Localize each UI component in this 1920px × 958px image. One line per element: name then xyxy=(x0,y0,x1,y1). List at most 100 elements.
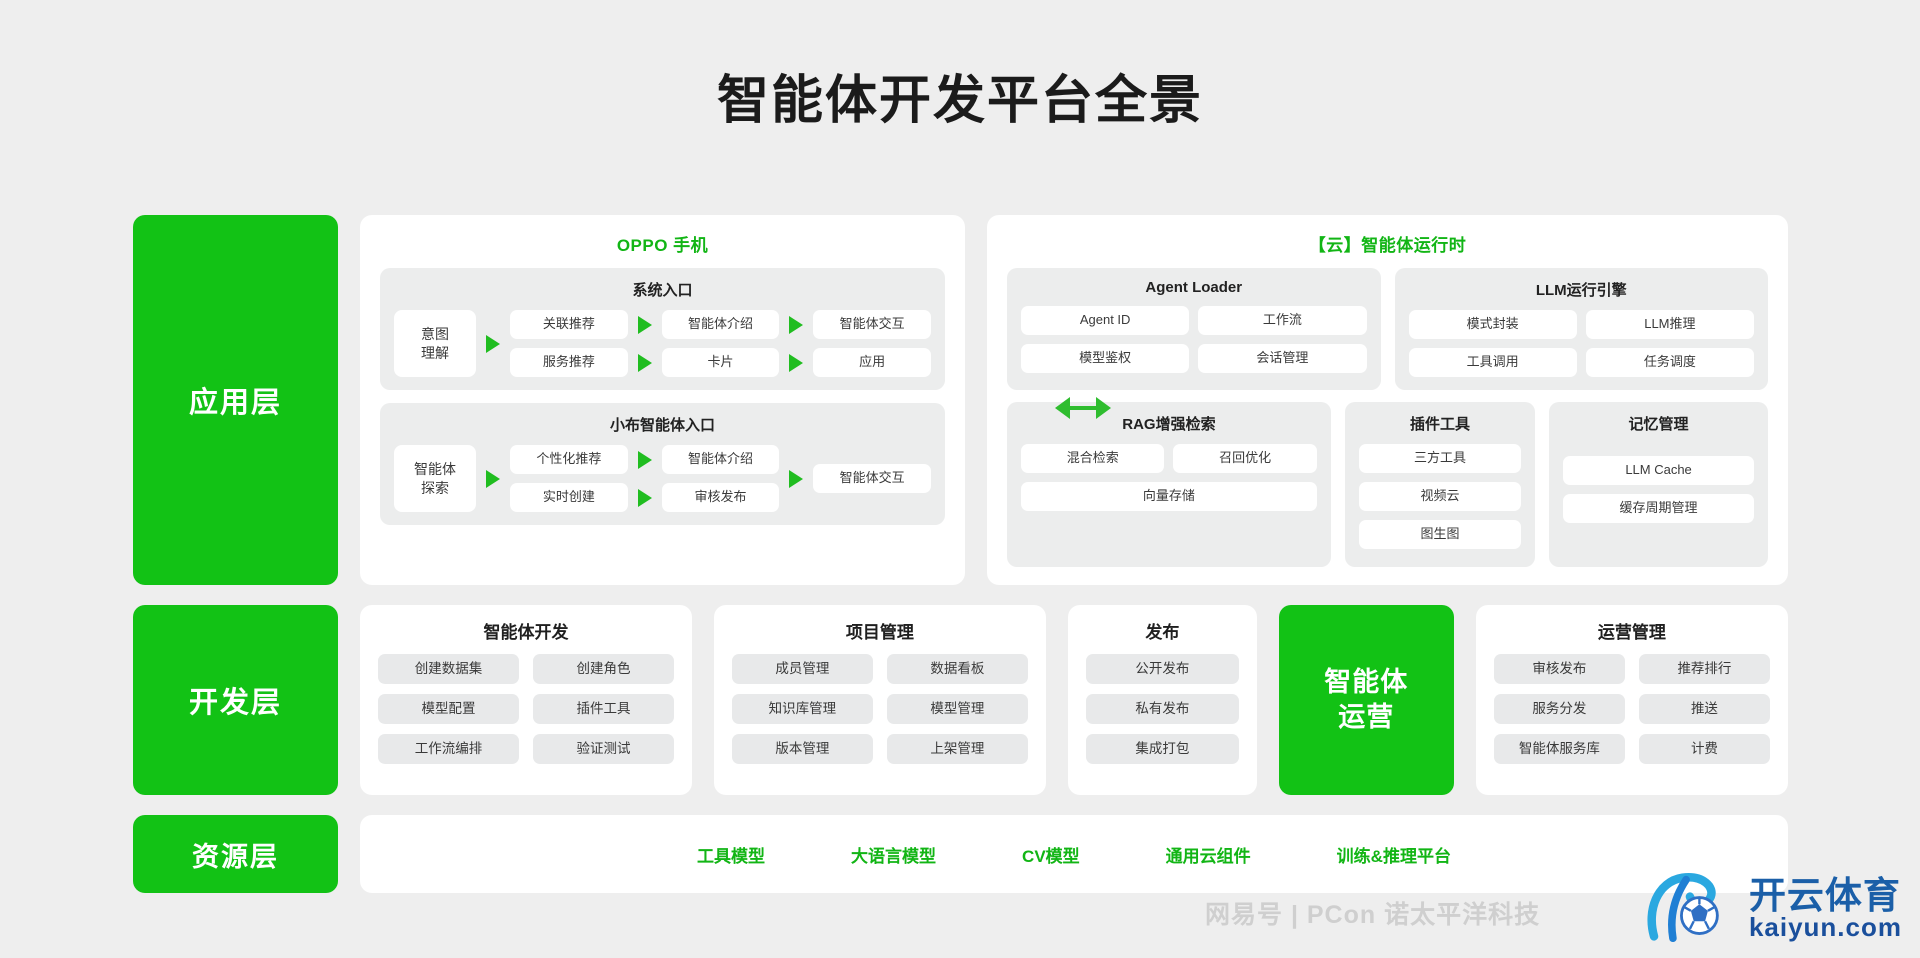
chip-create-dataset[interactable]: 创建数据集 xyxy=(378,654,519,684)
group-system-entry: 系统入口 意图理解 关联推荐 服务推荐 xyxy=(380,268,945,390)
chip-task-scheduling[interactable]: 任务调度 xyxy=(1585,348,1754,377)
chip-tool-invocation[interactable]: 工具调用 xyxy=(1408,348,1577,377)
chip-review-publish[interactable]: 审核发布 xyxy=(661,483,780,512)
chip-image-to-image[interactable]: 图生图 xyxy=(1358,520,1522,549)
flow-system-entry: 意图理解 关联推荐 服务推荐 智能体介绍 卡片 xyxy=(394,310,932,377)
chip-validation-test[interactable]: 验证测试 xyxy=(532,734,674,764)
chip-knowledge-base-management[interactable]: 知识库管理 xyxy=(731,694,873,724)
publish-items: 公开发布 私有发布 集成打包 xyxy=(1085,654,1239,764)
resource-item-cloud-components[interactable]: 通用云组件 xyxy=(1165,846,1251,866)
resource-layer-body: 工具模型 大语言模型 CV模型 通用云组件 训练&推理平台 xyxy=(360,815,1788,893)
group-title-memory-management: 记忆管理 xyxy=(1628,416,1689,433)
operations-management-items: 审核发布 推荐排行 服务分发 推送 智能体服务库 计费 xyxy=(1493,654,1770,764)
arrows-stage3-to-4 xyxy=(779,310,813,377)
chip-hybrid-retrieval[interactable]: 混合检索 xyxy=(1021,444,1165,473)
stage4-system: 智能体交互 应用 xyxy=(813,310,932,377)
layer-label-development: 开发层 xyxy=(133,605,338,795)
arrow-left-icon xyxy=(1055,397,1070,419)
resource-item-llm[interactable]: 大语言模型 xyxy=(851,846,937,866)
stage4-xiaobu: 智能体交互 xyxy=(813,445,932,512)
chip-recommend-ranking[interactable]: 推荐排行 xyxy=(1638,654,1770,684)
panel-agent-development: 智能体开发 创建数据集 创建角色 模型配置 插件工具 工作流编排 验证测试 xyxy=(360,605,692,795)
chip-private-publish[interactable]: 私有发布 xyxy=(1085,694,1239,724)
panel-title-publish: 发布 xyxy=(1145,623,1180,642)
arrows-stage2-to-3 xyxy=(628,310,662,377)
page-title: 智能体开发平台全景 xyxy=(716,72,1203,130)
chip-listing-management[interactable]: 上架管理 xyxy=(886,734,1028,764)
chip-vector-storage[interactable]: 向量存储 xyxy=(1021,482,1317,511)
chip-llm-cache[interactable]: LLM Cache xyxy=(1563,456,1754,485)
arrow-right-icon xyxy=(637,315,652,334)
chip-member-management[interactable]: 成员管理 xyxy=(731,654,873,684)
chip-integrated-packaging[interactable]: 集成打包 xyxy=(1085,734,1239,764)
chip-video-cloud[interactable]: 视频云 xyxy=(1358,482,1522,511)
flow-node-intent-understanding[interactable]: 意图理解 xyxy=(394,310,476,377)
chip-model-config[interactable]: 模型配置 xyxy=(378,694,519,724)
watermark-brand: 开云体育 kaiyun.com xyxy=(1637,872,1902,944)
flow-node-label: 意图理解 xyxy=(421,325,449,361)
brand-text: 开云体育 kaiyun.com xyxy=(1749,877,1902,940)
chip-model-auth[interactable]: 模型鉴权 xyxy=(1021,344,1190,373)
chip-related-recommend[interactable]: 关联推荐 xyxy=(510,310,628,339)
flow-xiaobu-entry: 智能体探索 个性化推荐 实时创建 智能体介绍 xyxy=(394,445,932,512)
group-plugin-tools: 插件工具 三方工具 视频云 图生图 xyxy=(1344,402,1536,567)
chip-agent-id[interactable]: Agent ID xyxy=(1021,306,1190,335)
block-agent-operations[interactable]: 智能体运营 xyxy=(1278,605,1454,795)
panel-title-agent-development: 智能体开发 xyxy=(483,623,569,642)
application-layer-row: 应用层 OPPO 手机 系统入口 意图理解 关联推荐 服务推荐 xyxy=(133,215,1788,585)
chip-data-dashboard[interactable]: 数据看板 xyxy=(886,654,1028,684)
group-xiaobu-entry: 小布智能体入口 智能体探索 个性化推荐 实时创建 xyxy=(380,403,945,525)
agent-development-items: 创建数据集 创建角色 模型配置 插件工具 工作流编排 验证测试 xyxy=(378,654,674,764)
chip-agent-interaction[interactable]: 智能体交互 xyxy=(813,310,932,339)
resource-item-cv-model[interactable]: CV模型 xyxy=(1022,846,1080,866)
development-layer-body: 智能体开发 创建数据集 创建角色 模型配置 插件工具 工作流编排 验证测试 项目… xyxy=(360,605,1788,795)
chip-personalized-recommend[interactable]: 个性化推荐 xyxy=(510,445,628,474)
chip-plugin-tools[interactable]: 插件工具 xyxy=(532,694,674,724)
chip-public-publish[interactable]: 公开发布 xyxy=(1085,654,1239,684)
chip-review-publish[interactable]: 审核发布 xyxy=(1493,654,1625,684)
chip-service-distribution[interactable]: 服务分发 xyxy=(1493,694,1625,724)
group-title-agent-loader: Agent Loader xyxy=(1145,279,1243,296)
chip-mode-encapsulation[interactable]: 模式封装 xyxy=(1408,310,1577,339)
stage2-system: 关联推荐 服务推荐 xyxy=(510,310,628,377)
panel-title-project-management: 项目管理 xyxy=(845,623,914,642)
resource-item-training-inference-platform[interactable]: 训练&推理平台 xyxy=(1336,846,1451,866)
chip-realtime-create[interactable]: 实时创建 xyxy=(510,483,628,512)
chip-recall-optimization[interactable]: 召回优化 xyxy=(1173,444,1317,473)
chip-application[interactable]: 应用 xyxy=(813,348,932,377)
chip-workflow[interactable]: 工作流 xyxy=(1198,306,1367,335)
chip-cache-lifecycle[interactable]: 缓存周期管理 xyxy=(1563,494,1754,523)
kaiyun-logo-icon xyxy=(1647,873,1719,943)
chip-service-recommend[interactable]: 服务推荐 xyxy=(510,348,628,377)
flow-node-agent-explore[interactable]: 智能体探索 xyxy=(394,445,476,512)
arrow-right-icon xyxy=(486,334,500,353)
resource-item-tool-model[interactable]: 工具模型 xyxy=(697,846,766,866)
agent-loader-items: Agent ID 工作流 模型鉴权 会话管理 xyxy=(1021,306,1367,373)
layer-label-application: 应用层 xyxy=(133,215,338,585)
chip-card[interactable]: 卡片 xyxy=(661,348,780,377)
group-rag-retrieval: RAG增强检索 混合检索 召回优化 向量存储 xyxy=(1007,402,1331,567)
panel-operations-management: 运营管理 审核发布 推荐排行 服务分发 推送 智能体服务库 计费 xyxy=(1475,605,1788,795)
group-llm-engine: LLM运行引擎 模式封装 LLM推理 工具调用 任务调度 xyxy=(1394,268,1768,390)
chip-version-management[interactable]: 版本管理 xyxy=(731,734,873,764)
group-title-plugin-tools: 插件工具 xyxy=(1409,416,1470,433)
chip-model-management[interactable]: 模型管理 xyxy=(886,694,1028,724)
chip-agent-service-library[interactable]: 智能体服务库 xyxy=(1493,734,1625,764)
chip-billing[interactable]: 计费 xyxy=(1638,734,1770,764)
brand-name-en: kaiyun.com xyxy=(1748,911,1902,942)
rag-wide-items: 向量存储 xyxy=(1021,482,1317,511)
chip-agent-interaction[interactable]: 智能体交互 xyxy=(813,464,932,493)
memory-items: LLM Cache 缓存周期管理 xyxy=(1563,456,1754,523)
group-title-system-entry: 系统入口 xyxy=(632,282,693,299)
chip-workflow-orchestration[interactable]: 工作流编排 xyxy=(378,734,519,764)
chip-create-role[interactable]: 创建角色 xyxy=(532,654,674,684)
chip-llm-inference[interactable]: LLM推理 xyxy=(1585,310,1754,339)
chip-agent-intro[interactable]: 智能体介绍 xyxy=(661,310,780,339)
arrows-stage2-to-3 xyxy=(628,445,662,512)
chip-agent-intro[interactable]: 智能体介绍 xyxy=(661,445,780,474)
chip-session-management[interactable]: 会话管理 xyxy=(1198,344,1367,373)
chip-third-party-tools[interactable]: 三方工具 xyxy=(1358,444,1522,473)
brand-name-cn: 开云体育 xyxy=(1748,874,1901,916)
chip-push[interactable]: 推送 xyxy=(1638,694,1770,724)
